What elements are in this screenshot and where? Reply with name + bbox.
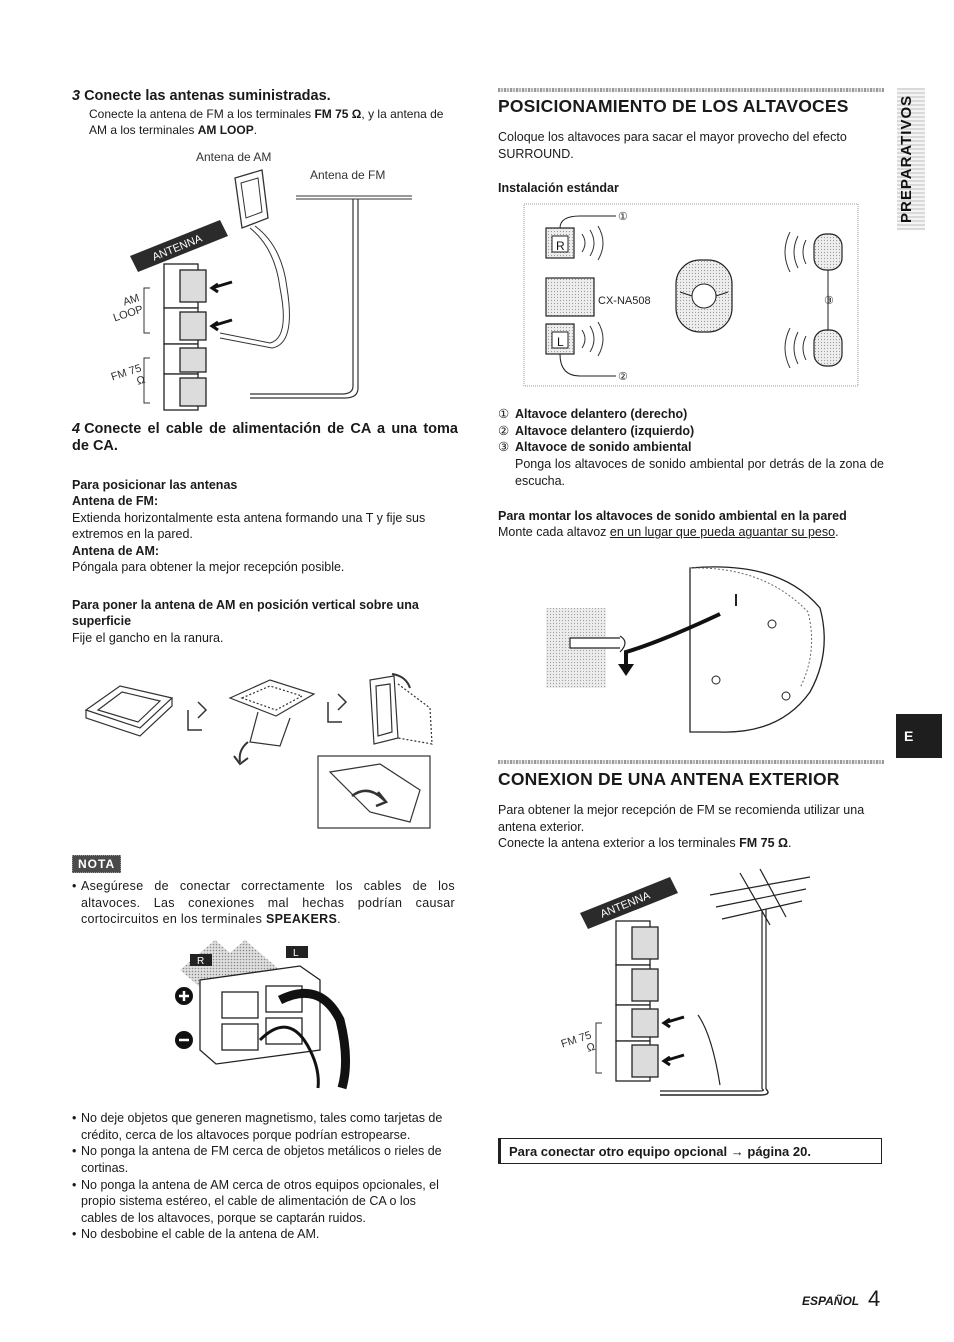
- nota-text-block: Asegúrese de conectar correctamente los …: [72, 878, 455, 928]
- fm-antenna-text: Extienda horizontalmente esta antena for…: [72, 510, 426, 542]
- wall-mount-block: Para montar los altavoces de sonido ambi…: [498, 508, 884, 541]
- antenna-connection-figure: Antena de AM Antena de FM ANTENNA A: [100, 148, 440, 418]
- step4-number: 4: [72, 421, 81, 437]
- nota-label: NOTA: [72, 855, 122, 873]
- position-heading: Para posicionar las antenas: [72, 478, 238, 492]
- antenna-position-section: Para posicionar las antenas Antena de FM…: [72, 477, 458, 576]
- exterior-antenna-figure: ANTENNA FM 75 Ω: [560, 855, 820, 1100]
- fig-marker-1: ①: [618, 211, 628, 223]
- fig-l-tag: L: [293, 948, 299, 959]
- nota-badge: NOTA: [72, 855, 122, 873]
- footer-language-label: ESPAÑOL: [802, 1294, 860, 1308]
- fig-r-tag: R: [197, 956, 204, 967]
- speakers-section-title: POSICIONAMIENTO DE LOS ALTAVOCES: [498, 96, 849, 116]
- preparativos-side-tab: PREPARATIVOS: [897, 88, 925, 230]
- note-item: No deje objetos que generen magnetismo, …: [72, 1110, 455, 1143]
- speaker-layout-figure: R CX-NA508 L ① ② ③: [520, 200, 865, 390]
- note-item: No desbobine el cable de la antena de AM…: [72, 1226, 455, 1243]
- fig-model: CX-NA508: [598, 295, 651, 307]
- vertical-heading: Para poner la antena de AM en posición v…: [72, 598, 419, 629]
- antenna-connection-drawing: ANTENNA: [130, 169, 412, 411]
- surround-note: Ponga los altavoces de sonido ambiental …: [515, 456, 884, 488]
- wall-mount-drawing: [546, 566, 825, 733]
- exterior-text-2: Conecte la antena exterior a los termina…: [498, 836, 792, 851]
- speaker-terminals-figure: R L: [170, 940, 360, 1090]
- footer-page-number: 4: [868, 1286, 881, 1311]
- fig-marker-2: ②: [618, 371, 628, 383]
- vertical-position-section: Para poner la antena de AM en posición v…: [72, 597, 458, 646]
- section-rule-speakers: [498, 88, 884, 92]
- speaker-layout-drawing: R CX-NA508 L ① ② ③: [523, 203, 859, 387]
- section-rule-exterior: [498, 760, 884, 764]
- exterior-text-block: Para obtener la mejor recepción de FM se…: [498, 802, 884, 852]
- note-item: No ponga la antena de AM cerca de otros …: [72, 1177, 455, 1227]
- wall-mount-figure: [540, 562, 840, 747]
- fm-antenna-heading: Antena de FM:: [72, 494, 159, 509]
- step3-text: Conecte la antena de FM a los terminales…: [89, 107, 444, 138]
- exterior-antenna-drawing: ANTENNA: [580, 868, 811, 1096]
- notes-list-block: No deje objetos que generen magnetismo, …: [72, 1110, 455, 1243]
- am-antenna-text: Póngala para obtener la mejor recepción …: [72, 560, 345, 574]
- speakers-intro: Coloque los altavoces para sacar el mayo…: [498, 130, 847, 161]
- fm-antenna-label: Antena de FM: [310, 168, 386, 182]
- vertical-text: Fije el gancho en la ranura.: [72, 630, 224, 645]
- fig-speaker-r: R: [556, 239, 565, 253]
- speaker-terminals-drawing: R L: [175, 940, 351, 1090]
- fig-speaker-l: L: [557, 335, 564, 349]
- am-antenna-stand-figure: [80, 672, 450, 832]
- exterior-section-title: CONEXION DE UNA ANTENA EXTERIOR: [498, 769, 840, 789]
- language-e-tab: E: [896, 714, 942, 758]
- am-antenna-label: Antena de AM: [196, 150, 272, 164]
- wall-mount-heading: Para montar los altavoces de sonido ambi…: [498, 509, 847, 523]
- am-antenna-heading: Antena de AM:: [72, 543, 160, 558]
- am-antenna-stand-drawing: [84, 673, 433, 829]
- exterior-text-1: Para obtener la mejor recepción de FM se…: [498, 803, 865, 834]
- fig-marker-3: ③: [824, 295, 834, 307]
- optional-equipment-link[interactable]: Para conectar otro equipo opcional → pág…: [498, 1138, 882, 1164]
- note-item: No ponga la antena de FM cerca de objeto…: [72, 1143, 455, 1176]
- wall-mount-text: Monte cada altavoz en un lugar que pueda…: [498, 525, 839, 540]
- nota-item: Asegúrese de conectar correctamente los …: [72, 878, 455, 928]
- standard-install-heading: Instalación estándar: [498, 181, 619, 195]
- step3-number: 3: [72, 88, 81, 104]
